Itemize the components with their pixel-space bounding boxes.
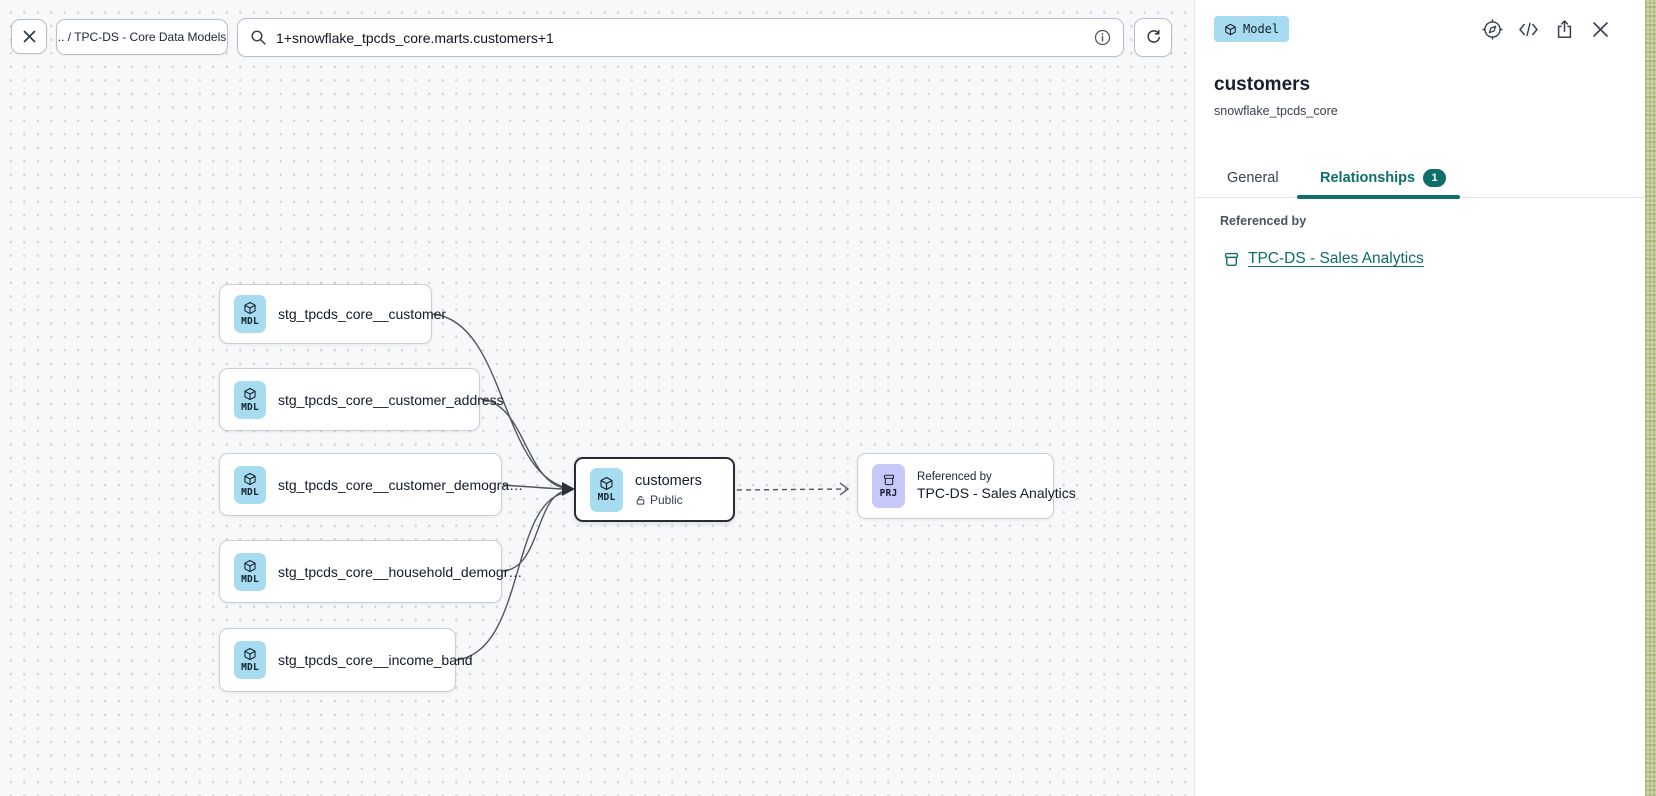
screen-edge-strip — [1645, 0, 1656, 796]
lineage-search-bar — [237, 18, 1124, 57]
node-label: stg_tpcds_core__income_band — [278, 652, 473, 668]
node-customers-selected[interactable]: MDL customers Public — [574, 457, 735, 522]
breadcrumb-label: .. / TPC-DS - Core Data Models — [57, 30, 227, 44]
close-lineage-button[interactable] — [11, 19, 47, 54]
panel-subtitle: snowflake_tpcds_core — [1214, 104, 1338, 118]
node-referenced-by-project[interactable]: PRJ Referenced by TPC-DS - Sales Analyti… — [857, 453, 1076, 519]
chip-type-label: PRJ — [879, 488, 898, 499]
panel-tabs: General Relationships 1 — [1195, 156, 1646, 199]
chip-type-label: MDL — [241, 316, 259, 327]
tab-relationships[interactable]: Relationships 1 — [1320, 162, 1447, 194]
node-stg-tpcds-core-customer-demographics[interactable]: MDL stg_tpcds_core__customer_demogra… — [219, 453, 523, 516]
active-tab-underline — [1297, 195, 1460, 199]
refresh-lineage-button[interactable] — [1134, 18, 1172, 57]
node-caption: Referenced by — [917, 471, 992, 483]
chip-type-label: MDL — [241, 573, 259, 585]
cube-icon — [1224, 23, 1237, 36]
cube-icon — [243, 472, 257, 486]
close-icon — [22, 29, 37, 44]
node-label: stg_tpcds_core__customer — [278, 306, 447, 322]
code-icon[interactable] — [1517, 18, 1539, 40]
node-title: customers — [635, 473, 702, 489]
edge-referenced-arrowhead — [839, 482, 850, 496]
node-stg-tpcds-core-customer[interactable]: MDL stg_tpcds_core__customer — [219, 284, 446, 344]
tab-label: General — [1227, 170, 1279, 186]
chip-type-label: MDL — [241, 662, 259, 673]
chip-type-label: MDL — [597, 492, 616, 503]
cube-icon — [243, 301, 257, 315]
selector-search-input[interactable] — [276, 29, 1085, 46]
node-stg-tpcds-core-customer-address[interactable]: MDL stg_tpcds_core__customer_address — [219, 368, 504, 431]
model-chip: MDL — [590, 467, 623, 512]
model-chip: MDL — [234, 465, 266, 504]
node-label: stg_tpcds_core__customer_address — [278, 391, 504, 408]
referenced-by-project-link[interactable]: TPC-DS - Sales Analytics — [1223, 250, 1424, 268]
resource-type-label: Model — [1243, 22, 1280, 36]
model-chip: MDL — [234, 380, 266, 419]
refresh-icon — [1145, 29, 1162, 46]
cube-icon — [243, 647, 257, 661]
node-label: stg_tpcds_core__customer_demogra… — [278, 476, 524, 493]
archive-box-icon — [882, 473, 896, 487]
tab-general[interactable]: General — [1227, 162, 1279, 194]
model-chip: MDL — [234, 641, 266, 679]
explore-compass-icon[interactable] — [1481, 18, 1503, 40]
search-icon — [250, 29, 267, 46]
chip-type-label: MDL — [241, 401, 259, 413]
tab-label: Relationships — [1320, 170, 1416, 186]
node-title: TPC-DS - Sales Analytics — [917, 485, 1076, 501]
breadcrumb[interactable]: .. / TPC-DS - Core Data Models — [56, 19, 228, 55]
relationships-count-badge: 1 — [1423, 169, 1447, 187]
close-panel-icon[interactable] — [1589, 18, 1611, 40]
panel-action-icons — [1481, 18, 1611, 40]
share-icon[interactable] — [1553, 18, 1575, 40]
cube-icon — [243, 559, 257, 573]
details-panel: Model customers snowflake_tpcds_core Gen… — [1194, 0, 1646, 796]
node-stg-tpcds-core-household-demographics[interactable]: MDL stg_tpcds_core__household_demogr… — [219, 540, 522, 603]
cube-icon — [243, 387, 257, 401]
node-label: stg_tpcds_core__household_demogr… — [278, 563, 523, 580]
project-link-label: TPC-DS - Sales Analytics — [1248, 250, 1424, 267]
node-access-label: Public — [650, 493, 683, 507]
lineage-edges — [432, 313, 850, 661]
lineage-canvas[interactable]: MDL stg_tpcds_core__customer MDL stg_tpc… — [0, 0, 1194, 796]
edge-referenced-by — [736, 488, 847, 491]
info-icon[interactable] — [1094, 29, 1111, 46]
lock-open-icon — [635, 495, 646, 506]
node-stg-tpcds-core-income-band[interactable]: MDL stg_tpcds_core__income_band — [219, 628, 473, 692]
project-chip: PRJ — [872, 464, 905, 508]
panel-title: customers — [1214, 74, 1311, 95]
model-chip: MDL — [234, 552, 266, 591]
chip-type-label: MDL — [241, 486, 259, 498]
archive-box-icon — [1223, 251, 1240, 268]
edge-household-demographics — [502, 490, 565, 572]
resource-type-badge: Model — [1214, 16, 1290, 42]
model-chip: MDL — [234, 295, 266, 333]
cube-icon — [599, 476, 614, 491]
referenced-by-section-label: Referenced by — [1220, 214, 1307, 228]
